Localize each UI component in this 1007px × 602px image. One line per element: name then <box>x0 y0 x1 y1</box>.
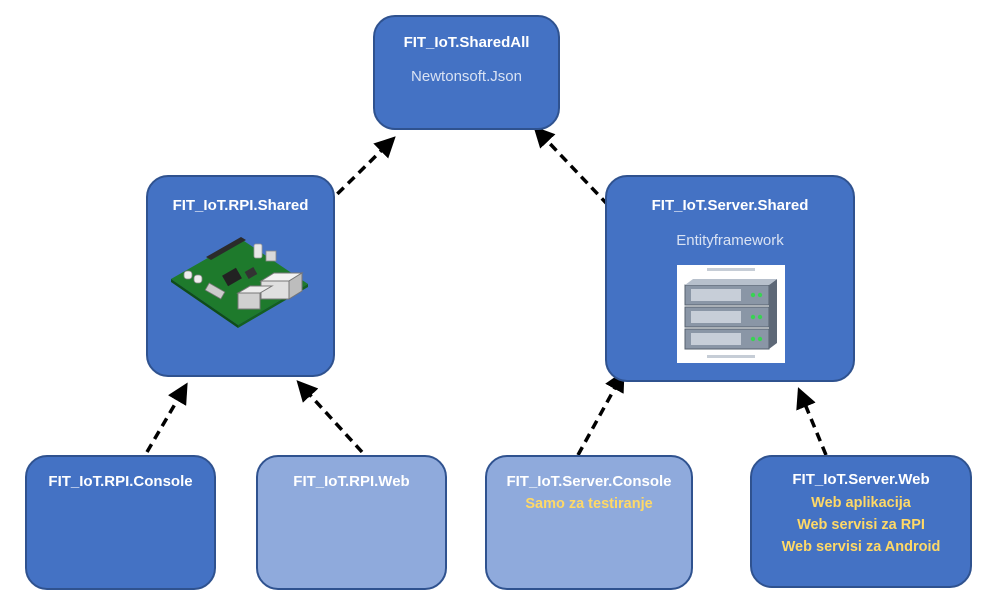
node-subtitle: Newtonsoft.Json <box>411 68 522 85</box>
arrow-server-shared-to-shared-all <box>533 126 610 207</box>
server-rack-icon <box>677 265 785 363</box>
node-rpi-shared[interactable]: FIT_IoT.RPI.Shared <box>146 175 335 377</box>
node-rpi-console[interactable]: FIT_IoT.RPI.Console <box>25 455 216 590</box>
arrow-server-console-to-server-shared <box>576 370 625 456</box>
node-title: FIT_IoT.Server.Web <box>792 471 930 488</box>
node-note: Web servisi za RPI <box>797 517 925 533</box>
node-subtitle: Entityframework <box>676 232 784 249</box>
arrow-rpi-web-to-rpi-shared <box>296 380 364 454</box>
node-title: FIT_IoT.SharedAll <box>403 34 530 51</box>
node-title: FIT_IoT.Server.Shared <box>651 197 809 214</box>
arrow-server-web-to-server-shared <box>796 387 828 456</box>
node-rpi-web[interactable]: FIT_IoT.RPI.Web <box>256 455 447 590</box>
node-title: FIT_IoT.RPI.Console <box>48 473 193 490</box>
node-note: Web aplikacija <box>811 495 911 511</box>
node-title: FIT_IoT.Server.Console <box>506 473 672 490</box>
node-title: FIT_IoT.RPI.Web <box>293 473 410 490</box>
node-shared-all[interactable]: FIT_IoT.SharedAll Newtonsoft.Json <box>373 15 560 130</box>
raspberry-pi-board-icon <box>171 237 308 328</box>
arrow-rpi-console-to-rpi-shared <box>145 382 188 453</box>
node-note: Web servisi za Android <box>781 539 941 555</box>
node-note: Samo za testiranje <box>525 496 653 512</box>
node-server-console[interactable]: FIT_IoT.Server.Console Samo za testiranj… <box>485 455 693 590</box>
node-server-shared[interactable]: FIT_IoT.Server.Shared Entityframework <box>605 175 855 382</box>
node-server-web[interactable]: FIT_IoT.Server.Web Web aplikacija Web se… <box>750 455 972 588</box>
node-title: FIT_IoT.RPI.Shared <box>172 197 309 214</box>
